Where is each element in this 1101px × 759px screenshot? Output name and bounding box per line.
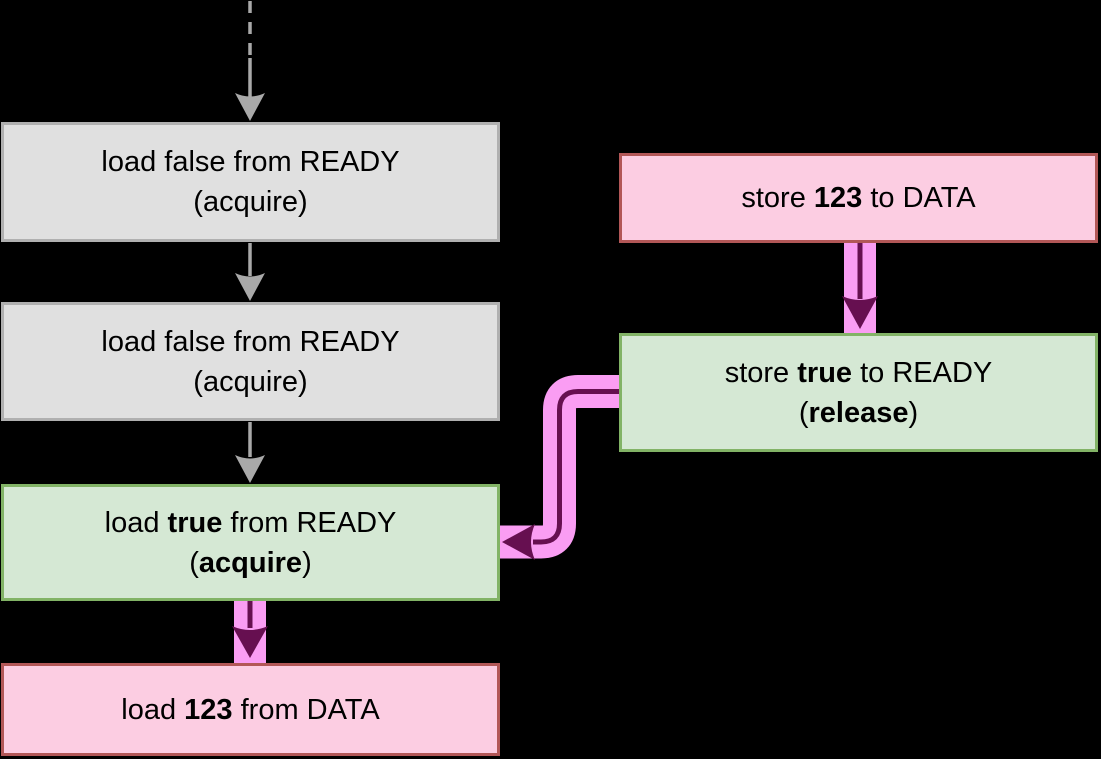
arrow-line (533, 389, 621, 545)
node-label-line1: load false from READY (101, 325, 400, 358)
arrowhead-down-icon (842, 296, 878, 329)
program-order-arrow-1 (235, 243, 265, 301)
node-load-false-ready-1: load false from READY (acquire) (1, 122, 500, 242)
sync-arrow-release-to-acquire (498, 375, 621, 560)
node-label-line2: (acquire) (193, 186, 308, 218)
node-label-line1: load false from READY (101, 146, 400, 178)
node-label-line2: (release) (798, 396, 919, 429)
node-load-123-data: load 123 from DATA (1, 663, 500, 756)
node-label-line1: store 123 to DATA (741, 182, 976, 214)
sync-arrow-acquire-to-load-data (232, 599, 268, 665)
node-label-line2: (acquire) (193, 365, 308, 398)
arrowhead-down-icon (232, 626, 268, 658)
node-label-line1: load 123 from DATA (121, 693, 380, 726)
node-label-line1: store true to READY (724, 356, 993, 389)
node-store-123-data: store 123 to DATA (619, 153, 1098, 243)
node-store-true-ready: store true to READY (release) (619, 333, 1098, 452)
node-load-false-ready-2: load false from READY (acquire) (1, 302, 500, 421)
arrowhead-down-icon (235, 93, 265, 121)
arrowhead-left-icon (502, 524, 535, 560)
incoming-dashed-arrow (235, 1, 265, 121)
arrowhead-down-icon (235, 273, 265, 301)
node-label-line1: load true from READY (104, 506, 397, 539)
arrowhead-down-icon (235, 455, 265, 483)
node-label-line2: (acquire) (189, 546, 312, 579)
sync-arrow-store-data-to-release (842, 240, 878, 336)
node-load-true-ready: load true from READY (acquire) (1, 484, 500, 601)
program-order-arrow-2 (235, 422, 265, 483)
